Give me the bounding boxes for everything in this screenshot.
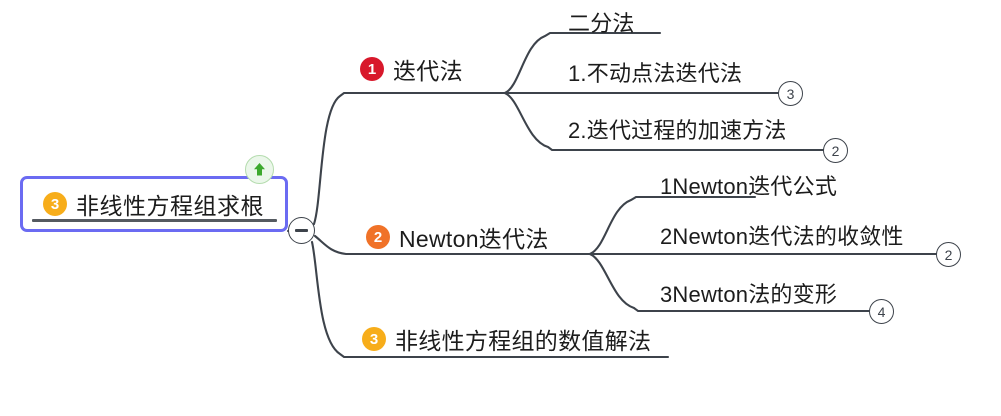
leaf-node-1-1[interactable]: 二分法 [568,11,635,36]
branch-2-label: Newton迭代法 [399,226,549,252]
branch-3-label: 非线性方程组的数值解法 [395,328,652,354]
root-node[interactable]: 3 非线性方程组求根 [20,176,288,232]
branch-1-badge: 1 [360,57,384,81]
root-underline [32,219,277,222]
branch-node-3[interactable]: 3 非线性方程组的数值解法 [362,322,651,356]
branch-2-badge: 2 [366,225,390,249]
leaf-node-1-3[interactable]: 2.迭代过程的加速方法 [568,118,787,143]
count-bubble-2-3[interactable]: 4 [869,299,894,324]
branch-node-1[interactable]: 1 迭代法 [360,52,463,86]
leaf-node-2-3[interactable]: 3Newton法的变形 [660,282,838,307]
leaf-node-1-2[interactable]: 1.不动点法迭代法 [568,61,743,86]
branch-node-2[interactable]: 2 Newton迭代法 [366,220,549,254]
root-label: 非线性方程组求根 [76,193,264,219]
count-bubble-2-2[interactable]: 2 [936,242,961,267]
branch-3-badge: 3 [362,327,386,351]
leaf-node-2-2[interactable]: 2Newton迭代法的收敛性 [660,224,904,249]
count-bubble-1-3[interactable]: 2 [823,138,848,163]
collapse-toggle-root[interactable] [288,217,315,244]
minus-icon [295,229,308,232]
arrow-up-icon[interactable] [245,155,274,184]
count-bubble-1-2[interactable]: 3 [778,81,803,106]
branch-1-label: 迭代法 [393,58,463,84]
root-badge: 3 [43,192,67,216]
leaf-node-2-1[interactable]: 1Newton迭代公式 [660,174,838,199]
